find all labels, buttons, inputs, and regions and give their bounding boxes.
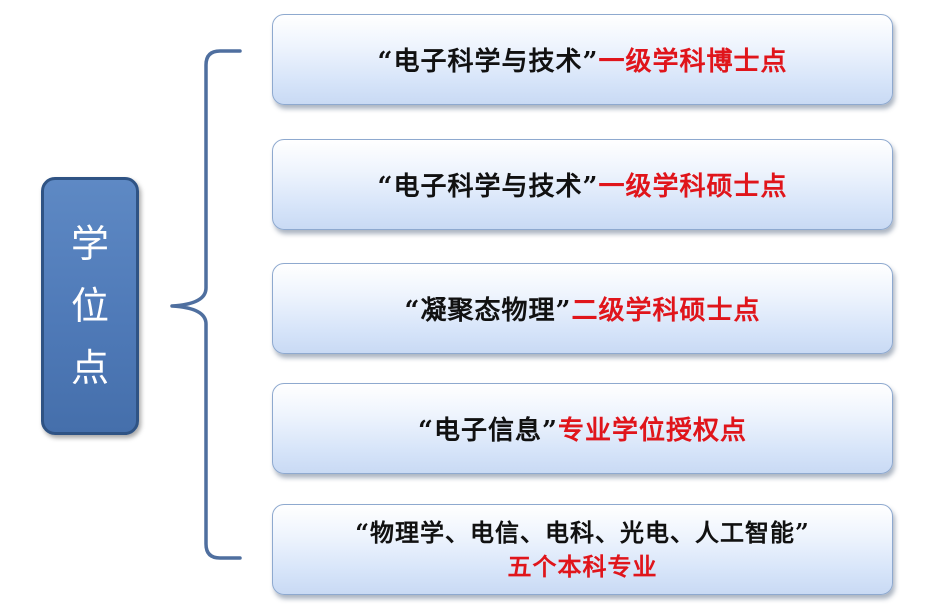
degree-item-4-line: “电子信息”专业学位授权点 [418, 410, 747, 447]
degree-item-4-type: 专业学位授权点 [557, 416, 747, 446]
degree-item-1-type: 一级学科博士点 [598, 47, 788, 77]
degree-item-3-subject: “凝聚态物理” [404, 296, 572, 326]
degree-item-3: “凝聚态物理”二级学科硕士点 [272, 263, 893, 354]
root-char-1: 学 [70, 222, 109, 266]
degree-item-3-line: “凝聚态物理”二级学科硕士点 [405, 290, 761, 327]
degree-item-4: “电子信息”专业学位授权点 [272, 383, 893, 474]
degree-item-2-line: “电子科学与技术”一级学科硕士点 [378, 166, 788, 203]
degree-item-4-subject: “电子信息” [418, 416, 558, 446]
degree-item-1: “电子科学与技术”一级学科博士点 [272, 14, 893, 105]
degree-item-5-subject: “物理学、电信、电科、光电、人工智能” [355, 517, 810, 547]
degree-item-3-type: 二级学科硕士点 [571, 296, 761, 326]
root-char-3: 点 [70, 346, 109, 390]
root-node-box: 学 位 点 [41, 177, 139, 435]
degree-item-2-type: 一级学科硕士点 [598, 172, 788, 202]
degree-item-2-subject: “电子科学与技术” [377, 172, 599, 202]
root-char-2: 位 [70, 284, 109, 328]
degree-item-1-line: “电子科学与技术”一级学科博士点 [378, 41, 788, 78]
degree-item-5-type: 五个本科专业 [507, 551, 658, 581]
curly-bracket-connector [170, 49, 242, 560]
degree-item-1-subject: “电子科学与技术” [377, 47, 599, 77]
degree-item-2: “电子科学与技术”一级学科硕士点 [272, 139, 893, 230]
degree-item-5: “物理学、电信、电科、光电、人工智能” 五个本科专业 [272, 504, 893, 595]
